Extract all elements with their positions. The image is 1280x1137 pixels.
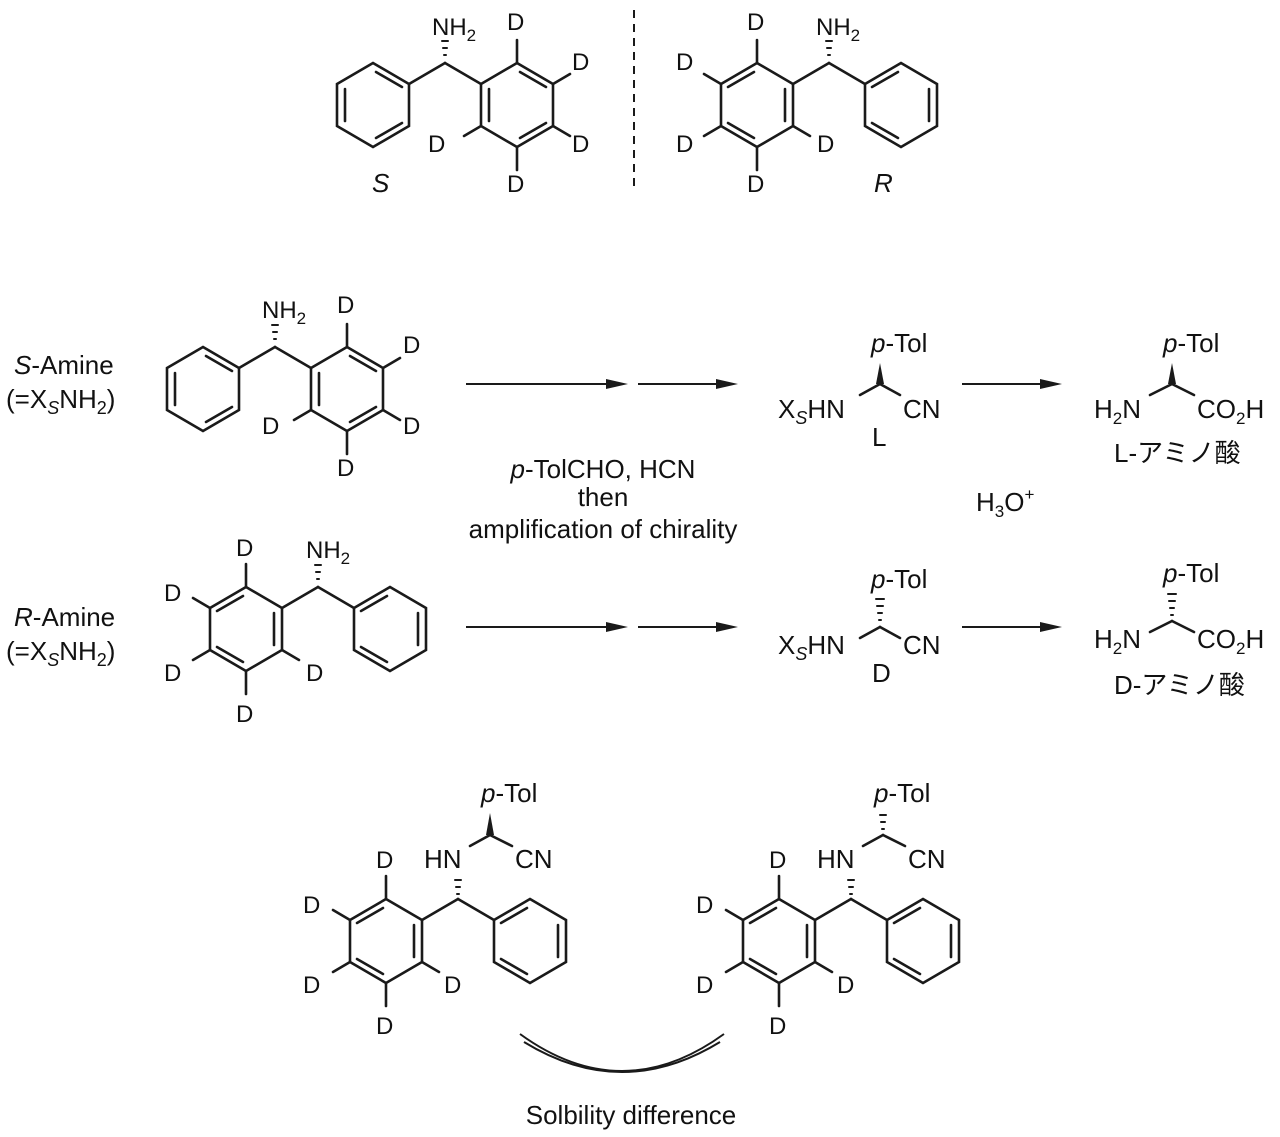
- deuterium-label: D: [428, 131, 445, 158]
- diastereomer-left: p-Tol HN CN D D D D D: [303, 778, 568, 1040]
- deuterium-label: D: [769, 847, 786, 874]
- r-row-arrows: [466, 622, 1062, 632]
- deuterium-label: D: [337, 455, 354, 482]
- deuterium-label: D: [262, 413, 279, 440]
- amine-label: NH2: [816, 14, 860, 45]
- svg-text:H2N: H2N: [1094, 624, 1141, 658]
- svg-text:p-Tol: p-Tol: [870, 328, 927, 358]
- s-descriptor: S: [372, 168, 390, 198]
- deuterium-label: D: [696, 972, 713, 999]
- deuterium-label: D: [376, 1013, 393, 1040]
- deuterium-label: D: [303, 892, 320, 919]
- hashed-wedge-bond: [441, 40, 449, 56]
- svg-text:S-Amine: S-Amine: [14, 350, 114, 380]
- r-amine-label: R-Amine (=XSNH2): [6, 602, 115, 670]
- svg-text:p-Tol: p-Tol: [873, 778, 930, 808]
- solubility-arc: [519, 1033, 725, 1073]
- deuterium-label: D: [747, 9, 764, 36]
- deuterium-label: D: [507, 9, 524, 36]
- svg-text:CO2H: CO2H: [1197, 624, 1264, 658]
- deuterium-label: D: [303, 972, 320, 999]
- deuterium-label: D: [817, 131, 834, 158]
- hashed-wedge-bond: [879, 814, 887, 830]
- svg-text:(=XSNH2): (=XSNH2): [6, 636, 115, 670]
- deuterium-label: D: [696, 892, 713, 919]
- d-amino-acid-label: D-アミノ酸: [1114, 670, 1245, 700]
- svg-text:then: then: [578, 482, 629, 512]
- l-amino-acid: p-Tol H2N CO2H L-アミノ酸: [1094, 328, 1264, 468]
- svg-text:NH2: NH2: [262, 297, 306, 328]
- top-s-enantiomer: NH2 D D D D D S: [335, 9, 589, 198]
- svg-text:CO2H: CO2H: [1197, 394, 1264, 428]
- deuterium-label: D: [676, 49, 693, 76]
- config-label: D: [872, 658, 891, 688]
- deuterium-label: D: [507, 171, 524, 198]
- svg-text:NH2: NH2: [306, 537, 350, 568]
- amine-label: NH2: [432, 14, 476, 45]
- solubility-caption: Solbility difference: [526, 1100, 737, 1130]
- hashed-wedge-bond: [271, 324, 279, 340]
- svg-text:XSHN: XSHN: [778, 630, 845, 664]
- top-r-enantiomer: NH2 D D D D D R: [676, 9, 939, 198]
- deuterium-label: D: [376, 847, 393, 874]
- l-aminonitrile: p-Tol XSHN CN L: [778, 328, 941, 452]
- deuterium-label: D: [747, 171, 764, 198]
- svg-text:CN: CN: [903, 394, 941, 424]
- svg-text:HN: HN: [424, 844, 462, 874]
- deuterium-label: D: [444, 972, 461, 999]
- deuterium-label: D: [403, 413, 420, 440]
- deuterium-label: D: [337, 292, 354, 319]
- svg-text:CN: CN: [903, 630, 941, 660]
- l-amino-acid-label: L-アミノ酸: [1114, 438, 1241, 468]
- hashed-wedge-bond: [875, 598, 885, 621]
- r-amine-structure: NH2 D D D D D: [164, 535, 428, 728]
- svg-text:R-Amine: R-Amine: [14, 602, 115, 632]
- config-label: L: [872, 422, 886, 452]
- deuterium-label: D: [236, 535, 253, 562]
- svg-text:H2N: H2N: [1094, 394, 1141, 428]
- hashed-wedge-bond: [314, 564, 322, 580]
- d-amino-acid: p-Tol H2N CO2H D-アミノ酸: [1094, 558, 1264, 700]
- d-aminonitrile: p-Tol XSHN CN D: [778, 564, 941, 688]
- deuterium-label: D: [837, 972, 854, 999]
- hashed-wedge-bond: [454, 879, 462, 895]
- hashed-wedge-bond: [1167, 593, 1177, 616]
- s-amine-structure: NH2 D D D D D: [165, 292, 420, 482]
- svg-text:p-Tol: p-Tol: [480, 778, 537, 808]
- svg-text:p-Tol: p-Tol: [1162, 328, 1219, 358]
- deuterium-label: D: [769, 1013, 786, 1040]
- svg-text:CN: CN: [515, 844, 553, 874]
- s-amine-label: S-Amine (=XSNH2): [6, 350, 115, 418]
- svg-text:p-Tol: p-Tol: [1162, 558, 1219, 588]
- svg-text:amplification of chirality: amplification of chirality: [469, 514, 738, 544]
- deuterium-label: D: [164, 660, 181, 687]
- reagents-label: p-TolCHO, HCN then amplification of chir…: [469, 454, 738, 544]
- svg-text:XSHN: XSHN: [778, 394, 845, 428]
- deuterium-label: D: [236, 701, 253, 728]
- deuterium-label: D: [306, 660, 323, 687]
- deuterium-label: D: [572, 131, 589, 158]
- s-row-arrows: [466, 379, 1062, 389]
- svg-text:CN: CN: [908, 844, 946, 874]
- hydrolysis-reagent: H3O+: [976, 485, 1034, 521]
- svg-text:HN: HN: [817, 844, 855, 874]
- svg-text:p-Tol: p-Tol: [870, 564, 927, 594]
- hashed-wedge-bond: [847, 879, 855, 895]
- deuterium-label: D: [572, 49, 589, 76]
- deuterium-label: D: [403, 332, 420, 359]
- deuterium-label: D: [164, 580, 181, 607]
- svg-text:p-TolCHO, HCN: p-TolCHO, HCN: [510, 454, 696, 484]
- hashed-wedge-bond: [825, 40, 833, 56]
- svg-text:(=XSNH2): (=XSNH2): [6, 384, 115, 418]
- diastereomer-right: p-Tol HN CN D D D D D: [696, 778, 961, 1040]
- deuterium-label: D: [676, 131, 693, 158]
- r-descriptor: R: [874, 168, 893, 198]
